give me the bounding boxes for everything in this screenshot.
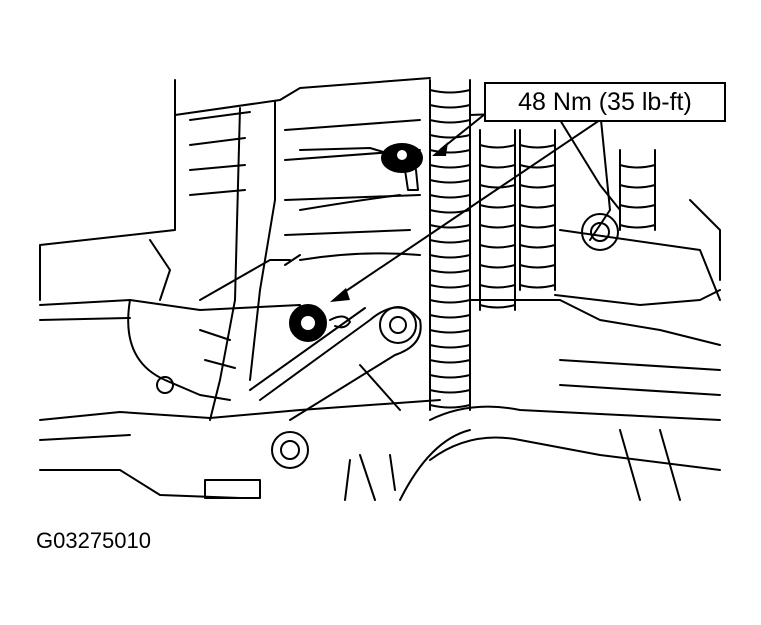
subframe-outline (399, 109, 721, 501)
corrugated-hose (429, 79, 656, 411)
bolt-upper (381, 143, 423, 191)
nut-lower (289, 304, 351, 342)
callout-leader-lines (339, 109, 601, 296)
callout-arrowheads (330, 142, 448, 302)
torque-callout: 48 Nm (35 lb-ft) (484, 82, 726, 122)
bolt-left (156, 376, 174, 394)
link-arm (249, 306, 422, 421)
bolt-right (581, 213, 619, 251)
engine-block-outline (39, 77, 441, 499)
figure-id: G03275010 (36, 528, 151, 553)
torque-label: 48 Nm (35 lb-ft) (518, 87, 692, 116)
bolt-bottom (271, 431, 309, 469)
